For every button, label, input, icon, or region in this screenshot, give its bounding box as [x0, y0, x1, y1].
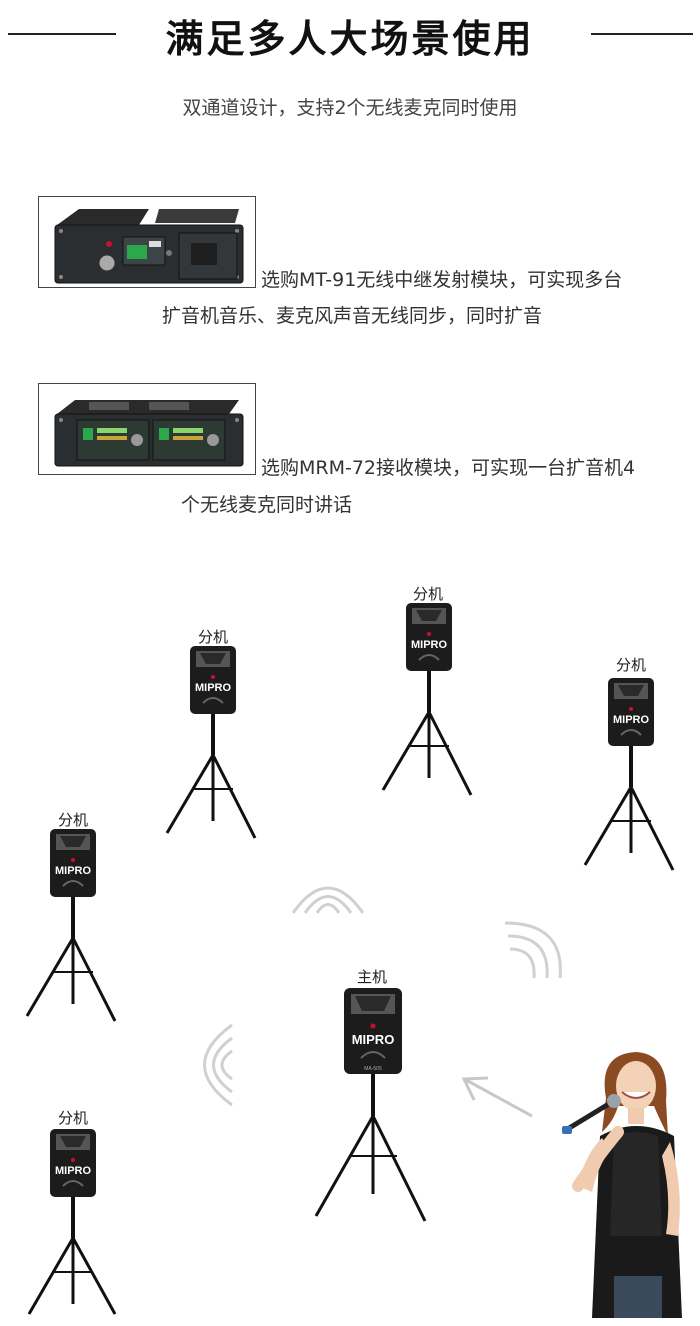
mrm72-module-graphic	[54, 400, 244, 467]
sub-unit-label: 分机	[412, 585, 443, 603]
signal-wave-icon	[291, 886, 365, 914]
speaker-sub-top-center: MIPRO	[381, 603, 473, 796]
svg-text:MIPRO: MIPRO	[55, 865, 92, 877]
speaker-sub-upper-left: MIPRO	[165, 646, 257, 839]
svg-text:MIPRO: MIPRO	[195, 682, 232, 694]
title-rule-left	[8, 33, 116, 35]
page-title: 满足多人大场景使用	[165, 17, 535, 61]
sub-unit-label: 分机	[57, 811, 88, 829]
arrow-icon	[461, 1076, 533, 1118]
mrm72-description-line2: 个无线麦克同时讲话	[181, 494, 353, 516]
mt91-module-image	[38, 196, 256, 288]
speaker-sub-left: MIPRO	[25, 829, 117, 1022]
page-subtitle: 双通道设计，支持2个无线麦克同时使用	[182, 97, 518, 119]
speaker-sub-bottom-left: MIPRO	[27, 1129, 117, 1315]
main-unit-label: 主机	[356, 968, 387, 986]
sub-unit-label: 分机	[57, 1109, 88, 1127]
svg-text:MIPRO: MIPRO	[352, 1032, 395, 1047]
svg-text:MIPRO: MIPRO	[55, 1165, 92, 1177]
title-rule-right	[591, 33, 693, 35]
tripod-stand	[381, 670, 473, 796]
sub-unit-label: 分机	[615, 656, 646, 674]
speaker-sub-right: MIPRO	[583, 678, 675, 871]
sub-unit-label: 分机	[197, 628, 228, 646]
mt91-module-graphic	[54, 209, 244, 284]
mt91-description-line1: 选购MT-91无线中继发射模块，可实现多台	[261, 269, 623, 291]
signal-wave-icon	[203, 1023, 233, 1107]
speaker-main: MIPRO MA-505	[314, 988, 427, 1222]
mt91-description-line2: 扩音机音乐、麦克风声音无线同步，同时扩音	[162, 305, 543, 327]
svg-text:MIPRO: MIPRO	[411, 639, 448, 651]
speaker-cabinet: MIPRO	[406, 603, 452, 671]
svg-text:MA-505: MA-505	[364, 1066, 382, 1072]
mrm72-description-line1: 选购MRM-72接收模块，可实现一台扩音机4	[261, 457, 636, 479]
signal-wave-icon	[504, 921, 562, 979]
svg-text:MIPRO: MIPRO	[613, 714, 650, 726]
mrm72-module-image	[38, 383, 256, 475]
singer-with-microphone	[562, 1052, 682, 1318]
